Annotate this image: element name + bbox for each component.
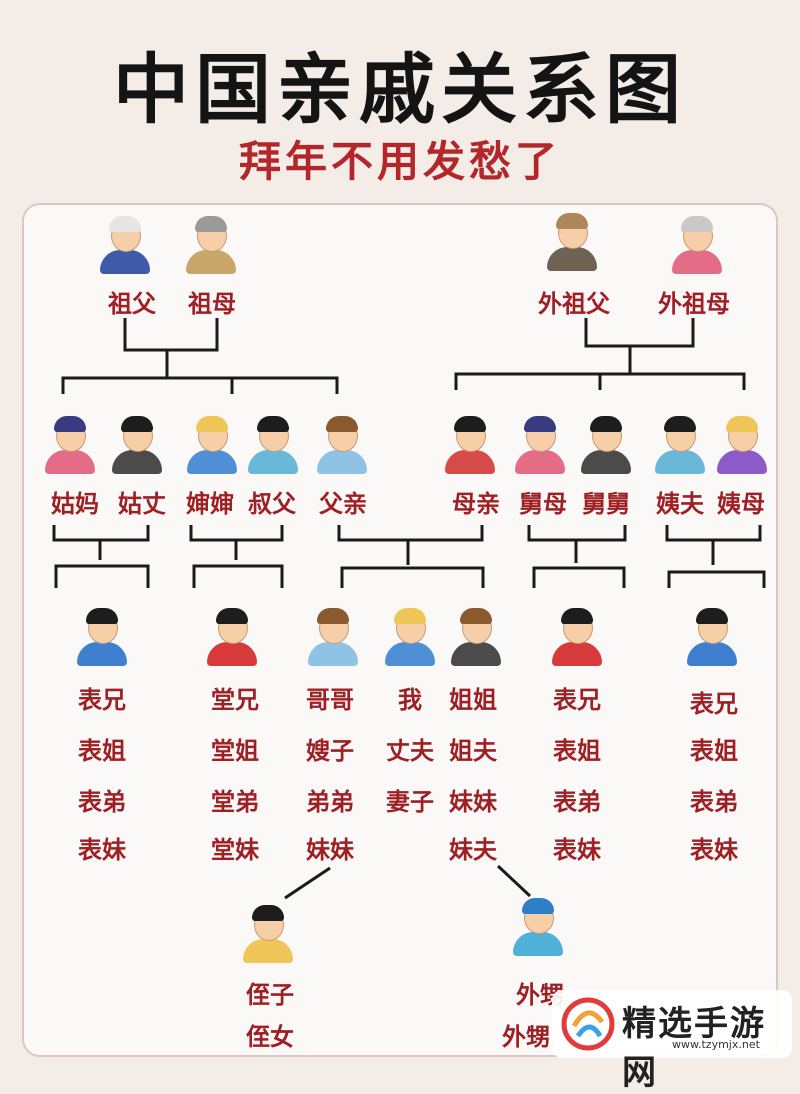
- grandmother-avatar: [181, 216, 241, 276]
- label-jiu-child-1: 表兄: [553, 685, 601, 714]
- connector-nephew-left: [284, 866, 331, 900]
- label-shu-child-4: 堂妹: [211, 835, 259, 864]
- label-gu-child-3: 表弟: [78, 787, 126, 816]
- grandfather-avatar: [95, 216, 155, 276]
- label-mother: 母亲: [452, 489, 500, 518]
- label-younger-sister: 妹妹: [449, 787, 497, 816]
- tang-cousin-avatar: [202, 608, 262, 668]
- connector-parents-couple: [337, 525, 484, 542]
- connector-nephew-right: [496, 864, 532, 898]
- label-nephew-brother-side: 侄子: [246, 980, 294, 1009]
- label-husband: 丈夫: [386, 736, 434, 765]
- label-older-sister: 姐姐: [449, 685, 497, 714]
- connector-gu-couple: [52, 525, 150, 542]
- connector-maternal-grandparents: [584, 318, 695, 348]
- niece-avatar: [238, 905, 298, 965]
- label-jiu-child-2: 表姐: [553, 736, 601, 765]
- connector-jiu-couple: [527, 525, 627, 542]
- label-jiu-jiu: 舅舅: [582, 489, 630, 518]
- label-younger-sister-left: 妹妹: [306, 835, 354, 864]
- label-younger-sister-husband: 妹夫: [449, 835, 497, 864]
- label-younger-brother: 弟弟: [306, 787, 354, 816]
- label-gu-zhang: 姑丈: [118, 489, 166, 518]
- label-yi-mu: 姨母: [717, 489, 765, 518]
- mother-avatar: [440, 416, 500, 476]
- biao-cousin-avatar-1: [72, 608, 132, 668]
- brother-avatar: [303, 608, 363, 668]
- label-niece-sister-side: 外甥: [502, 1022, 550, 1051]
- connector-lines: [52, 318, 766, 900]
- label-gu-child-1: 表兄: [78, 685, 126, 714]
- label-jiu-child-4: 表妹: [553, 835, 601, 864]
- yi-fu-avatar: [650, 416, 710, 476]
- label-maternal-grandfather: 外祖父: [538, 289, 610, 318]
- father-avatar: [312, 416, 372, 476]
- label-brother: 哥哥: [306, 685, 354, 714]
- label-yi-child-4: 表妹: [690, 835, 738, 864]
- label-jiu-child-3: 表弟: [553, 787, 601, 816]
- shu-fu-avatar: [243, 416, 303, 476]
- biao-cousin-avatar-2: [547, 608, 607, 668]
- label-grandfather: 祖父: [108, 289, 156, 318]
- label-self: 我: [398, 685, 422, 714]
- label-grandmother: 祖母: [188, 289, 236, 318]
- page-title: 中国亲戚关系图: [113, 45, 687, 134]
- biao-cousin-avatar-3: [682, 608, 742, 668]
- label-shen-shen: 婶婶: [186, 489, 234, 518]
- page-subtitle: 拜年不用发愁了: [238, 137, 561, 186]
- label-yi-child-3: 表弟: [690, 787, 738, 816]
- label-shu-child-1: 堂兄: [211, 685, 259, 714]
- connector-yi-couple: [665, 525, 762, 542]
- gu-zhang-avatar: [107, 416, 167, 476]
- label-gu-child-4: 表妹: [78, 835, 126, 864]
- label-older-sister-husband: 姐夫: [449, 736, 497, 765]
- maternal-grandfather-avatar: [542, 213, 602, 273]
- label-yi-fu: 姨夫: [656, 489, 704, 518]
- brand-watermark: 精选手游网 www.tzymjx.net: [552, 990, 792, 1093]
- brand-logo-icon: [561, 997, 615, 1051]
- jiu-mu-avatar: [510, 416, 570, 476]
- label-niece-brother-side: 侄女: [246, 1022, 294, 1051]
- jiu-jiu-avatar: [576, 416, 636, 476]
- label-shu-child-3: 堂弟: [211, 787, 259, 816]
- self-avatar: [380, 608, 440, 668]
- label-sister-in-law: 嫂子: [306, 736, 354, 765]
- connector-paternal-children: [61, 376, 339, 394]
- label-maternal-grandmother: 外祖母: [658, 289, 730, 318]
- yi-mu-avatar: [712, 416, 772, 476]
- label-shu-child-2: 堂姐: [211, 736, 259, 765]
- label-shu-fu: 叔父: [248, 489, 296, 518]
- sister-avatar: [446, 608, 506, 668]
- connector-paternal-grandparents: [123, 318, 219, 352]
- label-jiu-mu: 舅母: [519, 489, 567, 518]
- label-gu-child-2: 表姐: [78, 736, 126, 765]
- label-father: 父亲: [319, 489, 367, 518]
- label-yi-child-1: 表兄: [690, 689, 738, 718]
- label-yi-child-2: 表姐: [690, 736, 738, 765]
- connector-shu-couple: [189, 525, 284, 542]
- maternal-grandmother-avatar: [667, 216, 727, 276]
- label-gu-ma: 姑妈: [51, 489, 99, 518]
- shen-shen-avatar: [182, 416, 242, 476]
- gu-ma-avatar: [40, 416, 100, 476]
- brand-url: www.tzymjx.net: [672, 1038, 760, 1051]
- nephew-avatar: [508, 898, 568, 958]
- label-wife: 妻子: [386, 787, 434, 816]
